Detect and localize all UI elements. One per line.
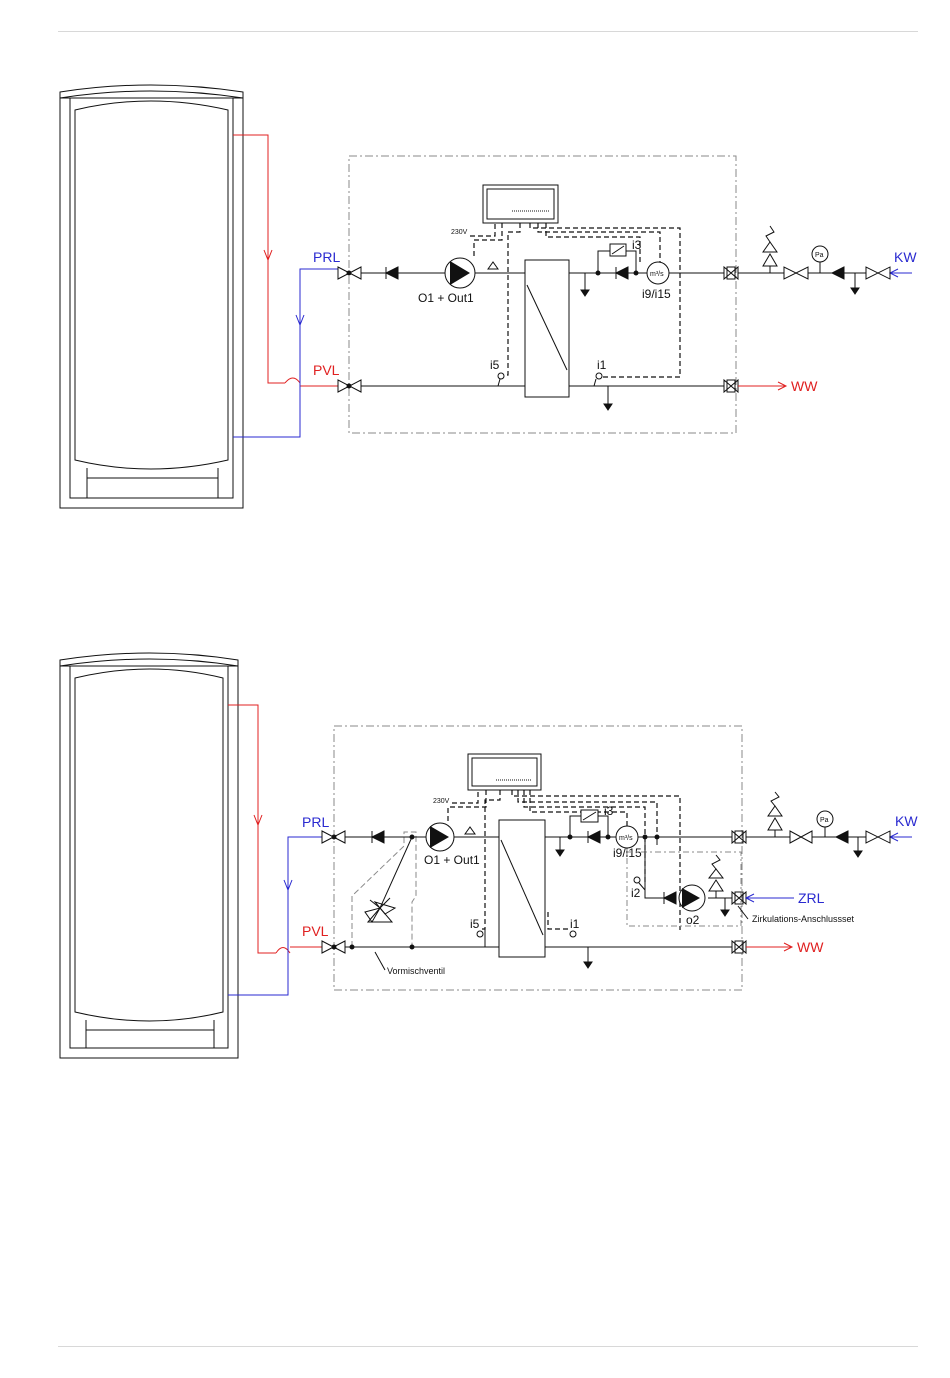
valve-stem-icon bbox=[332, 835, 337, 840]
check-valve-kw-icon bbox=[832, 267, 844, 279]
drain-kw-icon bbox=[854, 837, 862, 857]
gate-valve-1-icon bbox=[784, 267, 808, 279]
sensor-i1-icon bbox=[594, 373, 602, 386]
label-prl: PRL bbox=[313, 249, 340, 265]
air-vent-icon bbox=[465, 827, 475, 834]
storage-tank bbox=[60, 653, 238, 1058]
ww-outlet-line bbox=[738, 382, 786, 390]
sensor-i5-icon bbox=[498, 373, 504, 386]
label-pressure: Pa bbox=[815, 252, 824, 259]
pump-o1-icon bbox=[445, 258, 475, 288]
check-valve-icon bbox=[372, 831, 384, 843]
heat-exchanger bbox=[525, 260, 569, 397]
label-pvl: PVL bbox=[302, 923, 329, 939]
gate-valve-1-icon bbox=[790, 831, 812, 843]
hot-supply-line bbox=[228, 705, 276, 953]
safety-valve-icon bbox=[763, 226, 777, 273]
label-mixing-valve: Vormischventil bbox=[387, 966, 445, 976]
gate-valve-2-icon bbox=[866, 267, 890, 279]
safety-valve-circ-icon bbox=[709, 855, 723, 898]
label-i1: i1 bbox=[570, 917, 580, 931]
crossover-arc bbox=[285, 378, 300, 383]
label-flow-unit: m³/s bbox=[619, 835, 633, 842]
label-pump-o1: O1 + Out1 bbox=[424, 853, 480, 867]
union-ww-icon bbox=[732, 941, 746, 953]
pump-o2-icon bbox=[679, 885, 705, 911]
valve-stem-2-icon bbox=[347, 384, 352, 389]
pressure-gauge-icon bbox=[812, 246, 828, 273]
air-vent-icon bbox=[488, 262, 498, 269]
gate-valve-2-icon bbox=[866, 831, 890, 843]
drain-top-icon bbox=[556, 837, 564, 856]
safety-valve-icon bbox=[768, 792, 782, 837]
label-i2: i2 bbox=[631, 886, 641, 900]
sensor-i5-icon bbox=[477, 929, 485, 947]
top-rule bbox=[58, 31, 918, 32]
controller-box bbox=[468, 754, 541, 790]
label-o2: o2 bbox=[686, 913, 700, 927]
ww-outlet-line bbox=[746, 943, 792, 951]
label-circulation-set: Zirkulations-Anschlussset bbox=[752, 914, 855, 924]
storage-tank bbox=[60, 85, 243, 508]
label-230v: 230V bbox=[451, 229, 468, 236]
pressure-gauge-icon bbox=[817, 811, 833, 837]
hot-supply-line bbox=[233, 135, 285, 383]
drain-kw-icon bbox=[851, 273, 859, 294]
check-valve-2-icon bbox=[588, 831, 600, 843]
valve-stem-icon bbox=[347, 271, 352, 276]
label-i5: i5 bbox=[490, 358, 500, 372]
circulation-set-leader bbox=[738, 906, 748, 919]
kw-inlet-line bbox=[890, 269, 912, 277]
cold-return-line bbox=[228, 837, 322, 995]
check-valve-kw-icon bbox=[836, 831, 848, 843]
union-kw-icon bbox=[732, 831, 746, 843]
drain-bottom-icon bbox=[604, 386, 612, 410]
mixing-valve-icon bbox=[350, 835, 414, 949]
label-ww: WW bbox=[797, 939, 824, 955]
mixing-valve-leader bbox=[375, 952, 385, 970]
label-pvl: PVL bbox=[313, 362, 340, 378]
label-flow-unit: m³/s bbox=[650, 271, 664, 278]
label-i1: i1 bbox=[597, 358, 607, 372]
label-flow-sensor: i9/i15 bbox=[613, 846, 642, 860]
valve-stem-2-icon bbox=[332, 945, 337, 950]
diagram-2: PRL PVL Vormischventil 230V bbox=[0, 640, 950, 1070]
cold-return-line bbox=[233, 269, 338, 437]
label-pump-o1: O1 + Out1 bbox=[418, 291, 474, 305]
label-flow-sensor: i9/i15 bbox=[642, 287, 671, 301]
union-zrl-icon bbox=[732, 892, 746, 904]
check-valve-icon bbox=[386, 267, 398, 279]
check-valve-2-icon bbox=[616, 267, 628, 279]
drain-top-icon bbox=[581, 273, 589, 296]
schematic-2-svg: PRL PVL Vormischventil 230V bbox=[0, 640, 950, 1070]
label-230v: 230V bbox=[433, 798, 450, 805]
bottom-rule bbox=[58, 1346, 918, 1347]
label-zrl: ZRL bbox=[798, 890, 825, 906]
union-ww-icon bbox=[724, 380, 738, 392]
label-pressure: Pa bbox=[820, 817, 829, 824]
pump-o1-icon bbox=[426, 823, 454, 851]
label-kw: KW bbox=[895, 813, 918, 829]
label-prl: PRL bbox=[302, 814, 329, 830]
check-valve-circ-icon bbox=[664, 892, 676, 904]
label-i3: i3 bbox=[604, 804, 614, 818]
drain-circ-icon bbox=[721, 898, 729, 916]
zrl-inlet-line bbox=[746, 894, 794, 902]
kw-inlet-line bbox=[890, 833, 912, 841]
label-kw: KW bbox=[894, 249, 917, 265]
label-i3: i3 bbox=[632, 238, 642, 252]
diagram-1: PRL PVL 230V O1 + Out1 bbox=[0, 70, 950, 520]
sensor-i1-icon bbox=[570, 931, 576, 937]
controller-box bbox=[483, 185, 558, 223]
drain-bottom-icon bbox=[584, 947, 592, 968]
heat-exchanger bbox=[499, 820, 545, 957]
label-i5: i5 bbox=[470, 917, 480, 931]
schematic-1-svg: PRL PVL 230V O1 + Out1 bbox=[0, 70, 950, 520]
label-ww: WW bbox=[791, 378, 818, 394]
